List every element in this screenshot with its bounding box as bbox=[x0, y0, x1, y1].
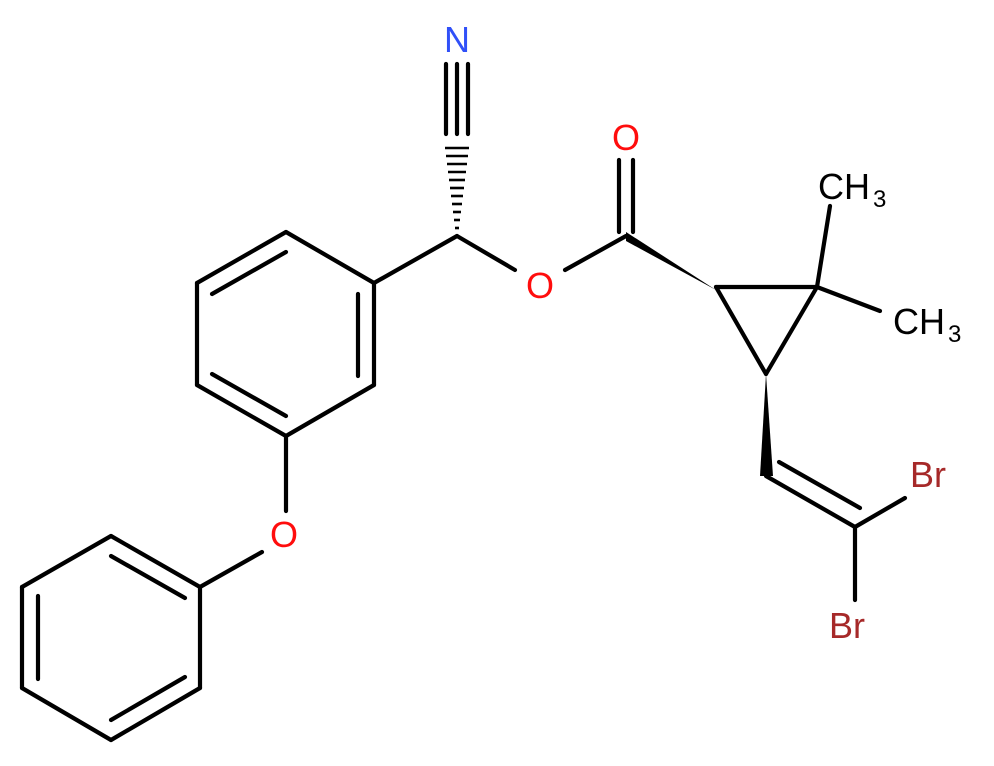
wedge-bond-carbonyl bbox=[626, 232, 716, 290]
cyclopropane-ring bbox=[713, 284, 820, 377]
methyl-1-subscript: 3 bbox=[873, 186, 886, 213]
phenyl-ring bbox=[19, 533, 203, 743]
nitrile-triple-bond bbox=[443, 61, 471, 137]
br-bond-1 bbox=[852, 495, 908, 530]
methyl-2-text: CH bbox=[893, 301, 945, 342]
ester-oxygen-label: O bbox=[526, 265, 554, 306]
ether-oxygen-label: O bbox=[270, 514, 298, 555]
nitrogen-label: N bbox=[444, 19, 470, 60]
wedge-bond-vinyl bbox=[760, 374, 773, 476]
ether-bond-left bbox=[197, 549, 265, 590]
chiral-to-ester-o-bond bbox=[454, 233, 518, 273]
carbonyl-double-bond bbox=[616, 157, 636, 235]
methyl-1-text: CH bbox=[818, 166, 870, 207]
methyl-2-subscript: 3 bbox=[948, 321, 961, 348]
benzene-ring bbox=[194, 229, 377, 439]
bromine-label-1: Br bbox=[910, 454, 946, 495]
ring-to-chiral-bond bbox=[371, 233, 460, 286]
ester-o-to-carbonyl-bond bbox=[562, 233, 629, 273]
vinyl-double-bond bbox=[763, 459, 863, 530]
methyl-label-1: CH 3 bbox=[818, 166, 886, 213]
hashed-wedge-bond bbox=[445, 146, 469, 230]
methyl-bond-1 bbox=[814, 203, 833, 290]
methyl-bond-2 bbox=[814, 284, 883, 314]
methyl-label-2: CH 3 bbox=[893, 301, 961, 348]
bromine-label-2: Br bbox=[829, 605, 865, 646]
carbonyl-oxygen-label: O bbox=[612, 117, 640, 158]
